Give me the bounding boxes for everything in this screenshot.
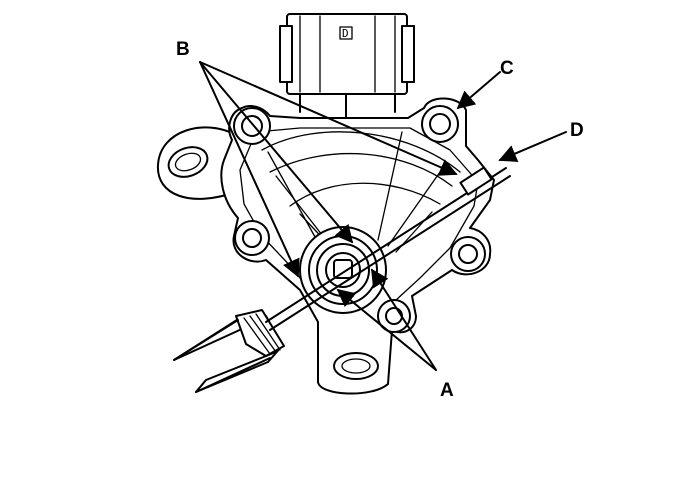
alignment-pin-tool (173, 166, 511, 393)
mounting-boss-left (234, 220, 270, 256)
callout-leaders (199, 61, 567, 371)
connector-mark: D (342, 27, 349, 40)
lower-lug (333, 352, 379, 380)
callout-d: D (570, 120, 584, 141)
callout-b: B (176, 39, 190, 60)
callout-a: A (440, 380, 454, 401)
wire-lug (156, 126, 237, 200)
mounting-boss-right (450, 236, 486, 272)
callout-c: C (500, 58, 514, 79)
mounting-boss-top-right (421, 105, 459, 143)
